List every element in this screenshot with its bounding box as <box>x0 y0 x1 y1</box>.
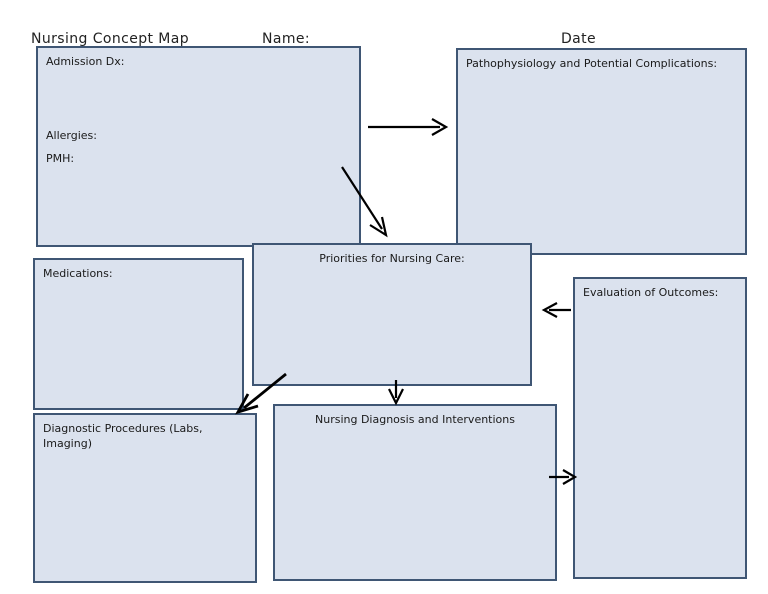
arrow-priorities-to-diagnostic-icon <box>235 372 287 415</box>
page-title: Nursing Concept Map <box>31 31 189 47</box>
box-nursing-diagnosis-label: Nursing Diagnosis and Interventions <box>315 413 515 426</box>
arrow-evaluation-to-priorities-icon <box>541 302 571 318</box>
arrow-priorities-to-nursing-diagnosis-icon <box>388 380 404 406</box>
box-evaluation-of-outcomes[interactable]: Evaluation of Outcomes: <box>573 277 747 579</box>
box-diagnostic-label: Diagnostic Procedures (Labs, Imaging) <box>43 422 203 450</box>
box-diagnostic-procedures[interactable]: Diagnostic Procedures (Labs, Imaging) <box>33 413 257 583</box>
date-field-label: Date <box>561 31 597 47</box>
box-medications[interactable]: Medications: <box>33 258 244 410</box>
box-nursing-diagnosis-interventions[interactable]: Nursing Diagnosis and Interventions <box>273 404 557 581</box>
box-admission-pmh-label: PMH: <box>46 152 75 165</box>
box-admission-dx-label: Admission Dx: <box>46 55 125 68</box>
box-medications-label: Medications: <box>43 267 113 280</box>
box-pathophysiology-label: Pathophysiology and Potential Complicati… <box>466 57 718 70</box>
box-pathophysiology[interactable]: Pathophysiology and Potential Complicati… <box>456 48 747 255</box>
name-field-label: Name: <box>262 31 311 47</box>
box-admission-dx[interactable]: Admission Dx: Allergies: PMH: <box>36 46 361 247</box>
arrow-admission-to-pathophysiology-icon <box>368 118 449 136</box>
box-priorities-label: Priorities for Nursing Care: <box>319 252 465 265</box>
box-evaluation-label: Evaluation of Outcomes: <box>583 286 719 299</box>
box-admission-allergies-label: Allergies: <box>46 129 97 142</box>
arrow-admission-to-priorities-icon <box>341 166 388 238</box>
arrow-nursing-diagnosis-to-evaluation-icon <box>549 469 578 485</box>
box-priorities-for-nursing-care[interactable]: Priorities for Nursing Care: <box>252 243 532 386</box>
